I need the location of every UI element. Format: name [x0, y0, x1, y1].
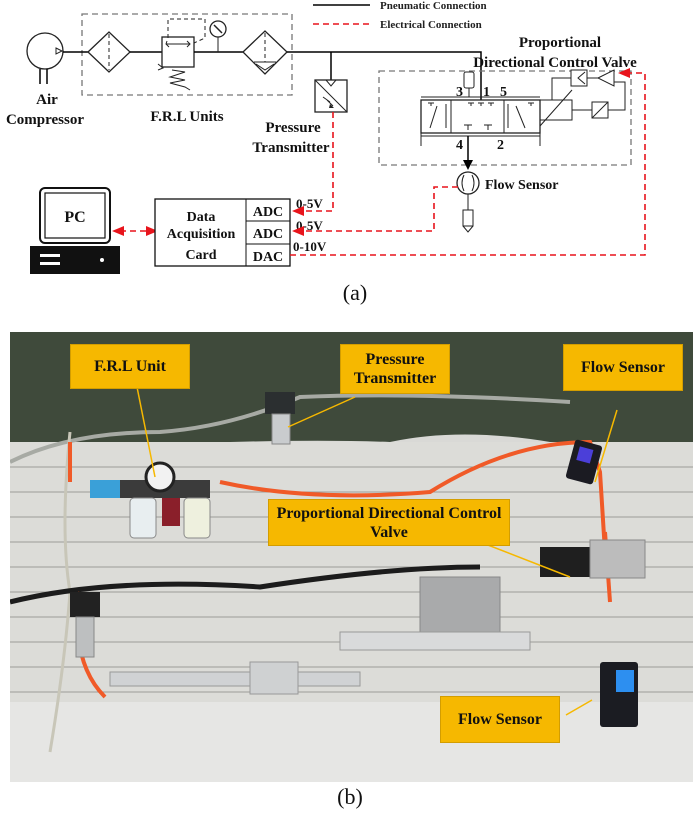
- pressure-gauge-symbol: [209, 20, 227, 52]
- daq-label-3: Card: [185, 248, 216, 263]
- directional-valve-symbol: [420, 69, 626, 146]
- frl-group-box: [81, 13, 293, 96]
- valve-port-numbers: 3 1 5 4 2: [456, 85, 507, 153]
- daq-label-1: Data: [187, 210, 216, 225]
- svg-text:1: 1: [483, 85, 490, 100]
- pneumatic-main-line: [287, 51, 482, 100]
- pressure-transmitter-symbol: [314, 79, 348, 113]
- pneumatic-tube: [68, 439, 607, 553]
- callout-flow-sensor-top: Flow Sensor: [563, 344, 683, 391]
- lubricator-symbol: [242, 30, 288, 75]
- daq-label-2: Acquisition: [167, 227, 236, 242]
- caption-b: (b): [337, 784, 363, 809]
- legend-electrical-label: Electrical Connection: [380, 19, 482, 31]
- svg-text:4: 4: [456, 138, 463, 153]
- photo-illustration: [10, 332, 693, 782]
- valve-group-box: [378, 70, 632, 166]
- flow-sensor-top-device: [565, 439, 603, 485]
- schematic-diagram: Pneumatic Connection Electrical Connecti…: [6, 0, 646, 305]
- callout-proportional-valve: Proportional Directional Control Valve: [268, 499, 510, 546]
- legend: Pneumatic Connection Electrical Connecti…: [313, 0, 487, 31]
- pneumatic-cylinder: [109, 576, 531, 695]
- caption-a: (a): [343, 280, 367, 305]
- flow-sensor-bottom-device: [600, 662, 638, 727]
- daq-port-adc-1: ADC: [253, 205, 283, 220]
- pressure-transmitter-label-2: Transmitter: [252, 140, 330, 156]
- daq-port-dac: DAC: [253, 250, 283, 265]
- flow-sensor-symbol: [456, 171, 480, 233]
- regulator-symbol: [157, 18, 206, 91]
- frl-units-label: F.R.L Units: [150, 109, 223, 125]
- proportional-valve-device: [540, 539, 646, 579]
- daq-port-adc-2: ADC: [253, 227, 283, 242]
- callout-flow-sensor-bottom: Flow Sensor: [440, 696, 560, 743]
- electrical-lines: [290, 68, 646, 256]
- valve-label-2: Directional Control Valve: [473, 55, 637, 71]
- pressure-transmitter-label-1: Pressure: [265, 120, 321, 136]
- pc-label: PC: [64, 209, 85, 226]
- daq-card: [154, 198, 291, 267]
- valve-label-1: Proportional: [519, 35, 601, 51]
- signal-cable: [10, 393, 571, 464]
- black-cable: [10, 564, 481, 605]
- legend-pneumatic-label: Pneumatic Connection: [380, 0, 487, 12]
- air-compressor-label-2: Compressor: [6, 112, 84, 128]
- svg-text:2: 2: [497, 138, 504, 153]
- air-compressor-label-1: Air: [36, 92, 58, 108]
- callout-pressure-transmitter: Pressure Transmitter: [340, 344, 450, 394]
- svg-text:3: 3: [456, 85, 463, 100]
- pressure-transmitter-device: [70, 392, 295, 658]
- callout-leaders: [136, 386, 618, 716]
- flow-sensor-label: Flow Sensor: [485, 178, 559, 193]
- air-compressor-symbol: [26, 32, 64, 84]
- callout-frl-unit: F.R.L Unit: [70, 344, 190, 389]
- test-bench-photo: F.R.L Unit Pressure Transmitter Flow Sen…: [10, 332, 693, 782]
- pc-daq-link: [112, 226, 158, 236]
- filter-symbol: [87, 31, 131, 73]
- signal-range-3: 0-10V: [293, 239, 327, 254]
- svg-text:5: 5: [500, 85, 507, 100]
- pc-symbol: [30, 187, 120, 274]
